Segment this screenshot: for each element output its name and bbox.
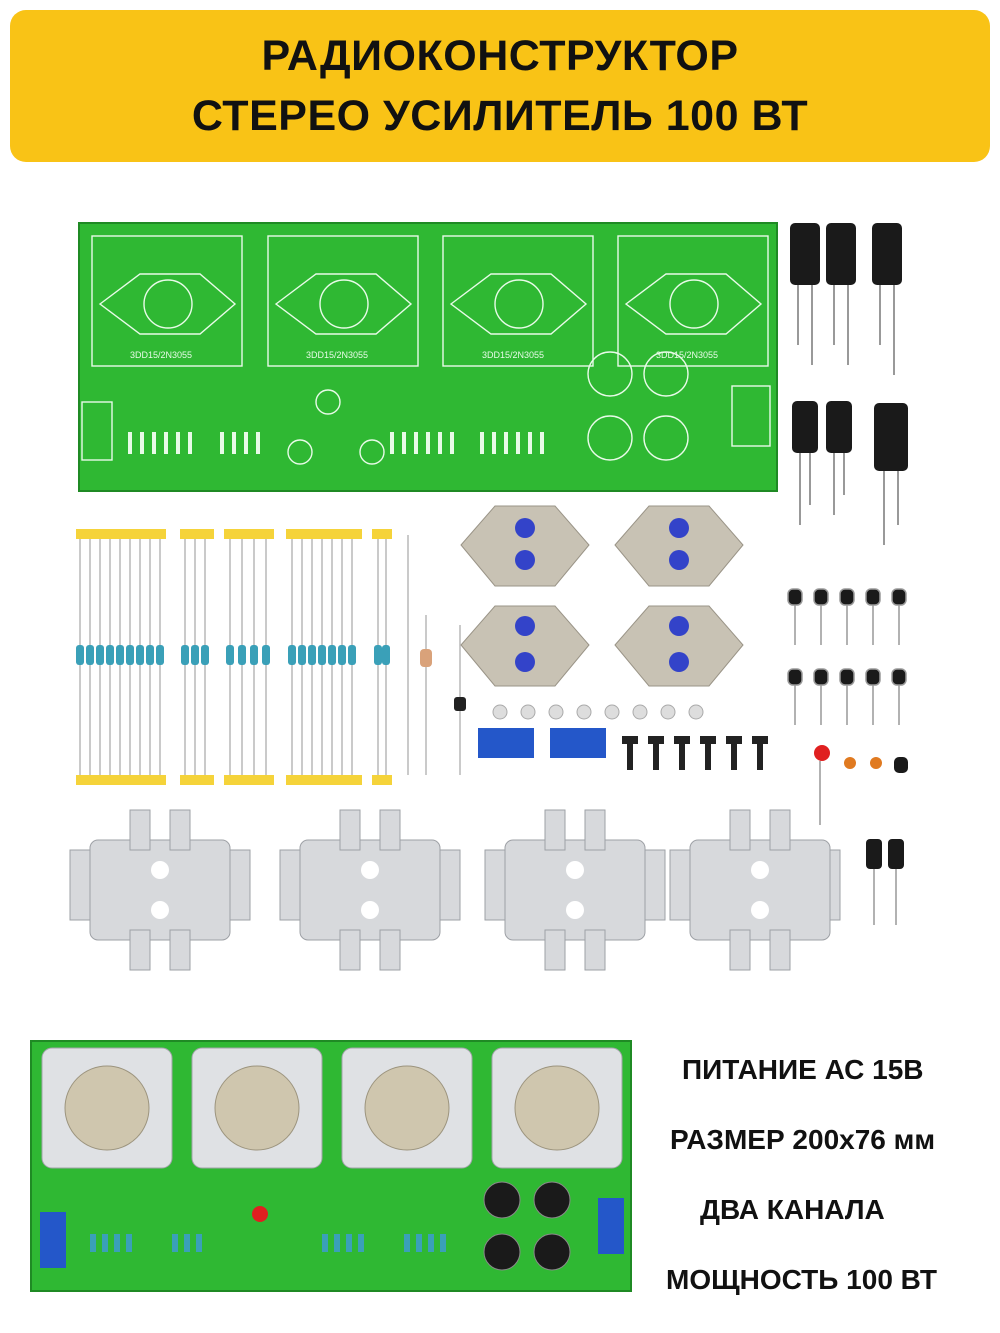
heatsink-icon <box>69 809 841 971</box>
screw-icon <box>622 736 768 770</box>
spec-power: ПИТАНИЕ АС 15В <box>682 1054 924 1085</box>
nut-icon <box>492 704 704 720</box>
terminal-block-icon <box>478 728 606 758</box>
transistor-to3-icon <box>64 1065 600 1151</box>
pcb-silkscreen <box>81 235 771 465</box>
pcb-footprint-label-3: 3DD15/2N3055 <box>482 350 545 360</box>
resistor-strips <box>76 529 466 785</box>
specs-list: ПИТАНИЕ АС 15В РАЗМЕР 200x76 мм ДВА КАНА… <box>660 1040 990 1320</box>
transistor-to92-icon <box>787 588 907 725</box>
title-line-1: РАДИОКОНСТРУКТОР <box>261 32 739 80</box>
power-transistors <box>460 505 744 687</box>
small-transistors <box>787 588 908 825</box>
heatsinks <box>69 809 841 971</box>
assembled-pcb-board <box>30 1040 632 1292</box>
spec-output: МОЩНОСТЬ 100 ВТ <box>666 1264 937 1295</box>
terminals-and-hardware <box>478 704 768 770</box>
resistor-icon <box>76 529 392 785</box>
transistor-to3-icon <box>460 505 744 687</box>
pcb-footprint-label-4: 3DD15/2N3055 <box>656 350 719 360</box>
title-line-2: СТЕРЕО УСИЛИТЕЛЬ 100 ВТ <box>191 92 809 140</box>
pcb-footprint-label-1: 3DD15/2N3055 <box>130 350 193 360</box>
electrolytic-capacitor-icon <box>483 1181 571 1271</box>
bare-pcb-board: 3DD15/2N3055 3DD15/2N3055 3DD15/2N3055 3… <box>78 222 778 492</box>
led-icon <box>252 1206 268 1222</box>
title-banner: РАДИОКОНСТРУКТОР СТЕРЕО УСИЛИТЕЛЬ 100 ВТ <box>10 10 990 162</box>
spec-channels: ДВА КАНАЛА <box>700 1194 885 1225</box>
diode-icon <box>420 649 432 667</box>
pcb-footprint-label-2: 3DD15/2N3055 <box>306 350 369 360</box>
assembled-components <box>40 1047 624 1271</box>
large-capacitors <box>790 223 908 545</box>
led-icon <box>814 745 830 761</box>
small-capacitors <box>866 839 904 925</box>
capacitor-icon <box>790 223 908 545</box>
terminal-block-icon <box>40 1198 624 1268</box>
spec-size: РАЗМЕР 200x76 мм <box>670 1124 936 1155</box>
